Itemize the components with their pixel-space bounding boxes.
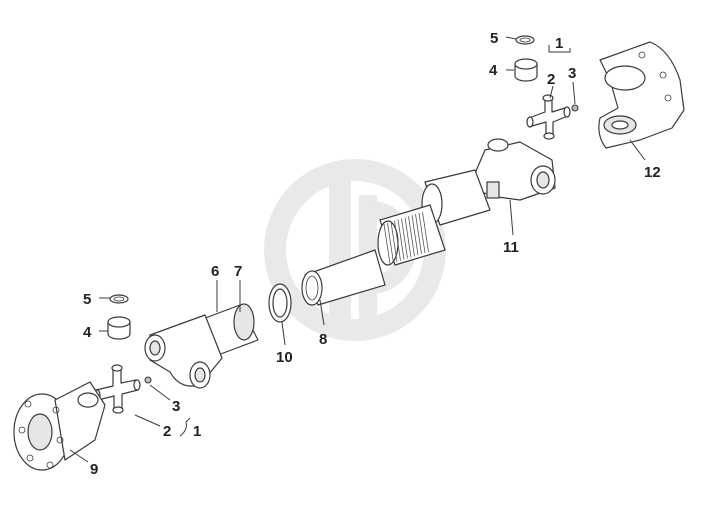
callout-6: 6 <box>211 263 219 280</box>
yoke-shaft <box>144 303 259 389</box>
snap-ring-bottom <box>109 294 129 304</box>
callout-3-bottom: 3 <box>172 398 180 415</box>
leader-lines <box>69 36 646 463</box>
spline-groove <box>383 223 391 265</box>
callout-5-top: 5 <box>490 30 498 47</box>
spline-groove <box>411 215 419 256</box>
spline-groove <box>404 217 412 258</box>
spline-groove <box>415 214 422 255</box>
callout-12: 12 <box>644 164 661 181</box>
bearing-cup-bottom <box>107 316 131 340</box>
callout-7: 7 <box>234 263 242 280</box>
grease-fitting-bottom <box>144 376 152 384</box>
cross-spider-top <box>526 94 571 140</box>
callout-4-bottom: 4 <box>83 324 92 341</box>
slip-yoke <box>421 138 556 226</box>
callout-2-bottom: 2 <box>163 423 171 440</box>
callout-8: 8 <box>319 331 327 348</box>
callout-3-top: 3 <box>568 65 576 82</box>
callout-9: 9 <box>90 461 98 478</box>
spline-groove <box>408 216 415 257</box>
retaining-ring <box>268 283 292 323</box>
spline-groove <box>394 220 401 261</box>
callout-5-bottom: 5 <box>83 291 91 308</box>
callout-2-top: 2 <box>547 71 555 88</box>
callout-11: 11 <box>503 239 519 256</box>
grease-fitting-top <box>571 104 579 112</box>
callout-4-top: 4 <box>489 62 498 79</box>
flange-yoke-bottom <box>13 381 106 471</box>
spline-groove <box>397 219 405 260</box>
spline-groove <box>390 221 398 262</box>
callout-labels: 5 1 4 3 2 12 11 8 10 6 7 5 4 3 2 1 9 <box>83 30 661 478</box>
spline-groove <box>422 211 429 252</box>
spline-groove <box>418 212 426 254</box>
flange-yoke-top <box>598 41 685 149</box>
spline-shaft <box>377 204 446 266</box>
callout-1-top: 1 <box>555 35 563 52</box>
callout-10: 10 <box>276 349 293 366</box>
tube <box>301 249 386 306</box>
spline-groove <box>387 222 394 263</box>
callout-1-bottom: 1 <box>193 423 201 440</box>
bearing-cup-top <box>514 58 538 82</box>
spline-groove <box>401 218 408 259</box>
snap-ring-top <box>515 35 535 45</box>
